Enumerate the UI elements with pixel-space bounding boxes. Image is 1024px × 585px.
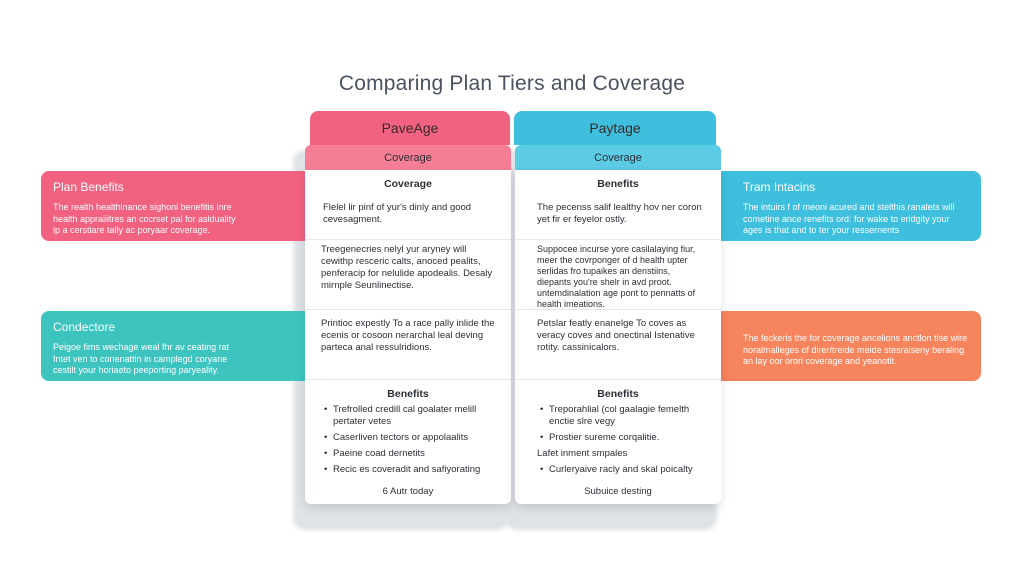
cell-heading: Benefits — [597, 388, 639, 400]
side-panel-plan-benefits: Plan Benefits The realth healthinance si… — [41, 171, 311, 241]
cell-text: Printioc expestly To a race pally inlide… — [321, 318, 495, 353]
cell-text: Suppocee incurse yore casilalaying fiur,… — [537, 244, 696, 309]
list-item: Lafet inment smpales — [537, 448, 628, 459]
left-details-cell: Treegenecries nelyl yur aryney will cewi… — [305, 240, 511, 310]
page-title: Comparing Plan Tiers and Coverage — [338, 72, 686, 95]
cell-text: The pecenss salif lealthy hov ner coron … — [537, 202, 702, 225]
side-panel-title: Plan Benefits — [53, 180, 124, 194]
side-panel-tram-intacins: Tram Intacins The intuirs f of meoni acu… — [715, 171, 981, 241]
cell-text: Petslar featly enanelge To coves as vera… — [537, 318, 695, 353]
side-panel-title: Tram Intacins — [743, 180, 816, 194]
right-notes-cell: Petslar featly enanelge To coves as vera… — [515, 310, 721, 380]
side-panel-text: Peigoe fims wechage weal fhr av ceating … — [53, 342, 230, 375]
cell-heading: Coverage — [384, 178, 432, 190]
left-tier-column: Coverage Flelel lir pinf of yur's dinly … — [305, 170, 511, 504]
left-tier-header: PaveAge — [310, 111, 510, 145]
right-details-cell: Suppocee incurse yore casilalaying fiur,… — [515, 240, 721, 310]
list-item: Recic es coveradit and safiyorating — [324, 464, 493, 476]
list-item: Prostier sureme corqalitie. — [540, 432, 703, 444]
right-tier-subheader: Coverage — [515, 145, 721, 171]
right-benefits-intro-cell: Benefits The pecenss salif lealthy hov n… — [515, 170, 721, 240]
list-item: Caserliven tectors or appolaalits — [324, 432, 493, 444]
right-benefits-cell: Benefits Treporahlial (col gaalagie feme… — [515, 380, 721, 504]
list-item: Treporahlial (col gaalagie femelth encti… — [540, 404, 703, 428]
cell-heading: Benefits — [387, 388, 429, 400]
benefits-list: Treporahlial (col gaalagie femelth encti… — [515, 404, 721, 476]
side-panel-text: The intuirs f of meoni acured and stelth… — [743, 202, 955, 235]
left-coverage-cell: Coverage Flelel lir pinf of yur's dinly … — [305, 170, 511, 240]
list-item: Curleryaive racly and skal poicalty — [540, 464, 703, 476]
list-item: Paeine coad dernetits — [324, 448, 493, 460]
benefits-list: Trefrolled credill cal goalater melill p… — [305, 404, 511, 476]
right-tier-header: Paytage — [514, 111, 716, 145]
list-item: Trefrolled credill cal goalater melill p… — [324, 404, 493, 428]
cell-heading: Benefits — [597, 178, 639, 190]
left-benefits-cell: Benefits Trefrolled credill cal goalater… — [305, 380, 511, 504]
cell-footer: Subuice desting — [584, 486, 652, 497]
right-tier-column: Benefits The pecenss salif lealthy hov n… — [515, 170, 721, 504]
side-panel-text: The feckeris the for coverage ancelions … — [743, 333, 968, 366]
side-panel-text: The realth healthinance sighoni benefiti… — [53, 202, 236, 235]
side-panel-coverage-notes: The feckeris the for coverage ancelions … — [715, 311, 981, 381]
side-panel-condectore: Condectore Peigoe fims wechage weal fhr … — [41, 311, 311, 381]
left-notes-cell: Printioc expestly To a race pally inlide… — [305, 310, 511, 380]
cell-text: Flelel lir pinf of yur's dinly and good … — [323, 202, 472, 225]
cell-text: Treegenecries nelyl yur aryney will cewi… — [321, 244, 493, 291]
left-tier-subheader: Coverage — [305, 145, 511, 171]
cell-footer: 6 Autr today — [382, 486, 434, 497]
side-panel-title: Condectore — [53, 320, 116, 334]
